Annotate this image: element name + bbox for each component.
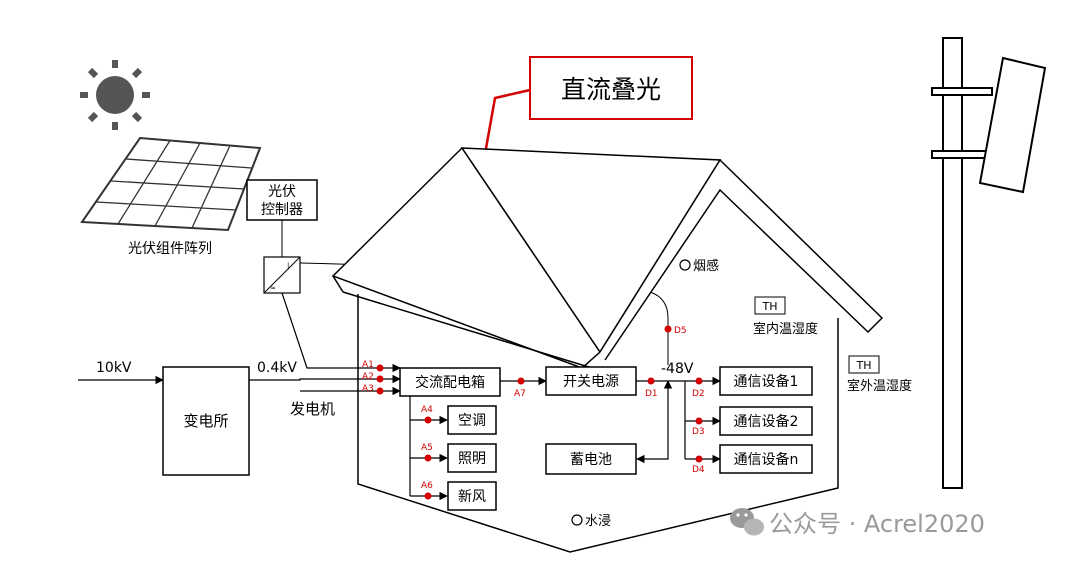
load-light-box bbox=[447, 443, 497, 473]
rectifier-box bbox=[545, 366, 637, 396]
comm-device-n-label: 通信设备n bbox=[734, 451, 799, 468]
smoke-sensor-label: 烟感 bbox=[693, 258, 719, 274]
point-a1: A1 bbox=[362, 360, 374, 370]
indoor-th-badge bbox=[754, 296, 786, 315]
load-fresh-air-box bbox=[447, 481, 497, 511]
comm-device-1-label: 通信设备1 bbox=[734, 373, 799, 390]
water-sensor-label: 水浸 bbox=[585, 514, 611, 529]
outdoor-th-badge-text: TH bbox=[856, 359, 872, 372]
point-d4: D4 bbox=[692, 465, 705, 475]
battery-box bbox=[545, 443, 637, 475]
substation-box bbox=[162, 366, 250, 476]
point-a4: A4 bbox=[421, 405, 433, 415]
dc-overlay-callout bbox=[529, 56, 693, 120]
indoor-th-label: 室内温湿度 bbox=[753, 321, 818, 337]
point-d1: D1 bbox=[645, 389, 658, 399]
pv-controller-label-1: 光伏 bbox=[268, 184, 296, 200]
outdoor-th-label: 室外温湿度 bbox=[847, 378, 912, 394]
solar-panel bbox=[80, 136, 262, 232]
substation-label: 变电所 bbox=[183, 412, 228, 430]
load-ac-box bbox=[447, 405, 497, 435]
generator-label: 发电机 bbox=[290, 400, 335, 418]
load-ac-label: 空调 bbox=[458, 413, 486, 429]
smoke-sensor-icon bbox=[679, 259, 691, 271]
point-d2: D2 bbox=[692, 389, 705, 399]
ac-distribution-box bbox=[399, 367, 501, 397]
point-a2: A2 bbox=[362, 372, 374, 382]
indoor-th-badge-text: TH bbox=[762, 300, 778, 313]
pv-controller-box bbox=[246, 179, 318, 221]
load-fresh-air-label: 新风 bbox=[458, 489, 486, 505]
point-a5: A5 bbox=[421, 443, 433, 453]
rectifier-label: 开关电源 bbox=[563, 374, 619, 390]
point-a3: A3 bbox=[362, 384, 374, 394]
point-a6: A6 bbox=[421, 481, 433, 491]
low-voltage-label: 0.4kV bbox=[257, 360, 297, 376]
point-d5: D5 bbox=[674, 326, 687, 336]
dc-voltage-label: -48V bbox=[661, 361, 694, 377]
point-a7: A7 bbox=[514, 389, 526, 399]
load-light-label: 照明 bbox=[458, 451, 486, 467]
wechat-icon bbox=[730, 508, 764, 536]
comm-device-n-box bbox=[719, 444, 813, 474]
water-sensor-icon bbox=[571, 514, 583, 526]
input-voltage-label: 10kV bbox=[96, 360, 132, 376]
comm-device-1-box bbox=[719, 366, 813, 396]
watermark-text: 公众号 · Acrel2020 bbox=[769, 510, 985, 538]
point-d3: D3 bbox=[692, 427, 705, 437]
dc-dc-converter: ≈ | bbox=[263, 256, 301, 294]
outdoor-th-badge bbox=[848, 355, 880, 374]
svg-text:≈: ≈ bbox=[270, 284, 276, 292]
house bbox=[331, 146, 884, 553]
dc-overlay-label: 直流叠光 bbox=[561, 75, 661, 104]
solar-panel-label: 光伏组件阵列 bbox=[128, 241, 212, 257]
pv-controller-label-2: 控制器 bbox=[261, 202, 303, 218]
sun-icon bbox=[80, 60, 150, 130]
ac-distribution-label: 交流配电箱 bbox=[415, 374, 485, 391]
svg-text:|: | bbox=[287, 262, 289, 270]
battery-label: 蓄电池 bbox=[570, 452, 612, 468]
comm-device-2-box bbox=[719, 406, 813, 436]
antenna-tower bbox=[931, 37, 1047, 489]
comm-device-2-label: 通信设备2 bbox=[734, 413, 799, 430]
